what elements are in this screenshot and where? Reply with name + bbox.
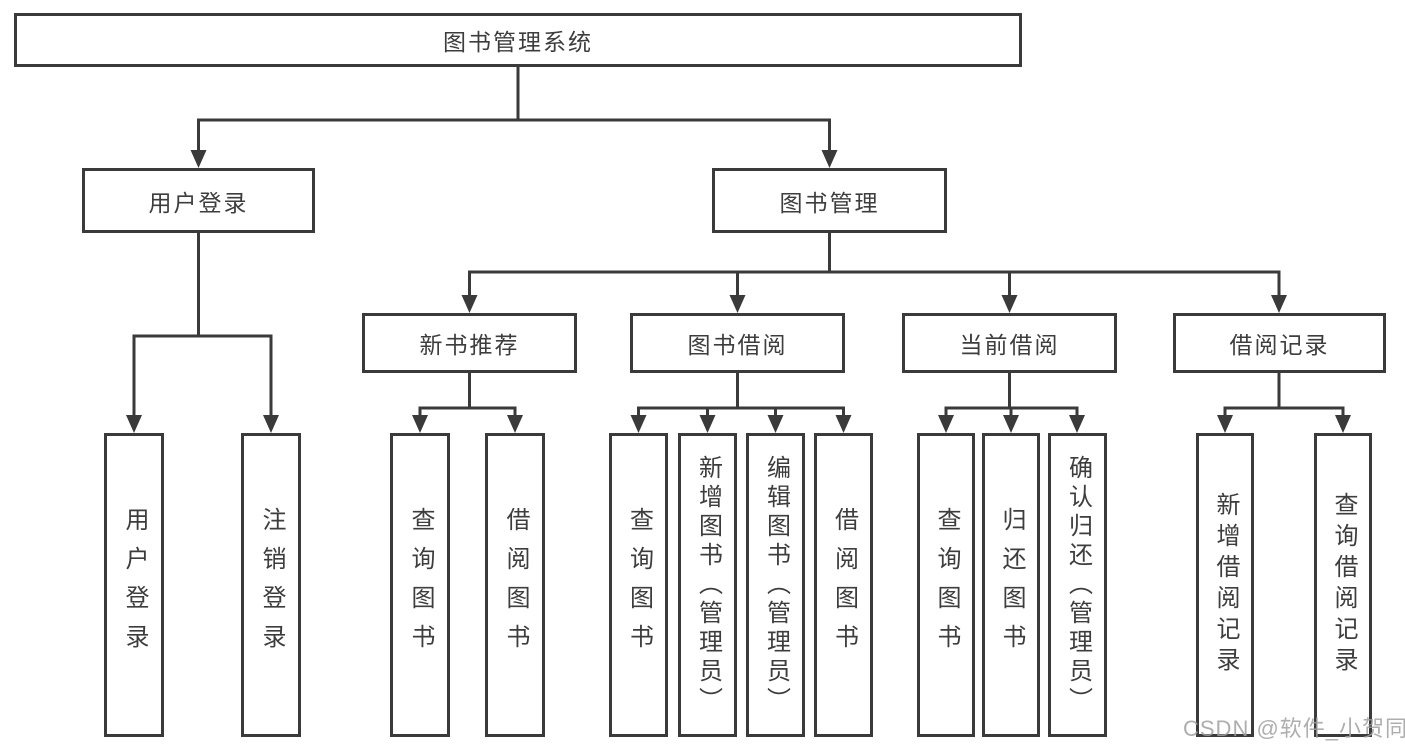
node-leaf-add-book-admin-label: 新增图书（管理员） <box>694 454 722 716</box>
node-leaf-query-book-current: 查询图书 <box>917 433 975 737</box>
node-leaf-return-book-label: 归还图书 <box>998 507 1025 663</box>
node-library-system-label: 图书管理系统 <box>443 29 593 55</box>
node-user-login-label: 用户登录 <box>148 189 249 216</box>
node-leaf-borrow-book-rec: 借阅图书 <box>485 433 545 737</box>
node-leaf-query-book-current-label: 查询图书 <box>933 507 960 663</box>
node-leaf-query-book-rec: 查询图书 <box>390 433 450 737</box>
node-leaf-logout-label: 注销登录 <box>258 507 285 663</box>
node-leaf-add-borrow-record: 新增借阅记录 <box>1196 433 1254 737</box>
node-leaf-query-book-rec-label: 查询图书 <box>407 507 434 663</box>
node-borrowing-records: 借阅记录 <box>1173 313 1386 373</box>
watermark: CSDN @软件_小贺同学 <box>1183 716 1405 741</box>
node-leaf-borrow-book-label: 借阅图书 <box>830 507 858 663</box>
node-leaf-user-login: 用户登录 <box>104 433 164 737</box>
node-leaf-add-borrow-record-label: 新增借阅记录 <box>1212 492 1239 678</box>
node-book-borrowing-label: 图书借阅 <box>687 332 788 358</box>
node-leaf-edit-book-admin-label: 编辑图书（管理员） <box>762 454 790 716</box>
node-book-management: 图书管理 <box>712 168 947 233</box>
node-leaf-query-book-borrow-label: 查询图书 <box>625 507 653 663</box>
node-current-borrowing-label: 当前借阅 <box>959 332 1060 358</box>
node-user-login: 用户登录 <box>82 168 315 233</box>
node-leaf-query-borrow-record: 查询借阅记录 <box>1314 433 1372 737</box>
node-borrowing-records-label: 借阅记录 <box>1229 332 1330 358</box>
node-new-book-recommend: 新书推荐 <box>362 313 577 373</box>
node-leaf-borrow-book-rec-label: 借阅图书 <box>502 507 529 663</box>
node-current-borrowing: 当前借阅 <box>902 313 1117 373</box>
node-leaf-query-book-borrow: 查询图书 <box>609 433 668 737</box>
node-leaf-add-book-admin: 新增图书（管理员） <box>678 433 737 737</box>
node-book-management-label: 图书管理 <box>779 189 880 216</box>
node-new-book-recommend-label: 新书推荐 <box>419 332 520 358</box>
node-leaf-edit-book-admin: 编辑图书（管理员） <box>746 433 805 737</box>
node-book-borrowing: 图书借阅 <box>630 313 845 373</box>
node-leaf-query-borrow-record-label: 查询借阅记录 <box>1330 492 1357 678</box>
node-leaf-logout: 注销登录 <box>241 433 301 737</box>
node-leaf-borrow-book: 借阅图书 <box>814 433 873 737</box>
node-library-system: 图书管理系统 <box>14 13 1022 67</box>
node-leaf-user-login-label: 用户登录 <box>121 507 148 663</box>
node-leaf-confirm-return-admin-label: 确认归还（管理员） <box>1064 454 1092 716</box>
node-leaf-return-book: 归还图书 <box>982 433 1040 737</box>
node-leaf-confirm-return-admin: 确认归还（管理员） <box>1048 433 1107 737</box>
